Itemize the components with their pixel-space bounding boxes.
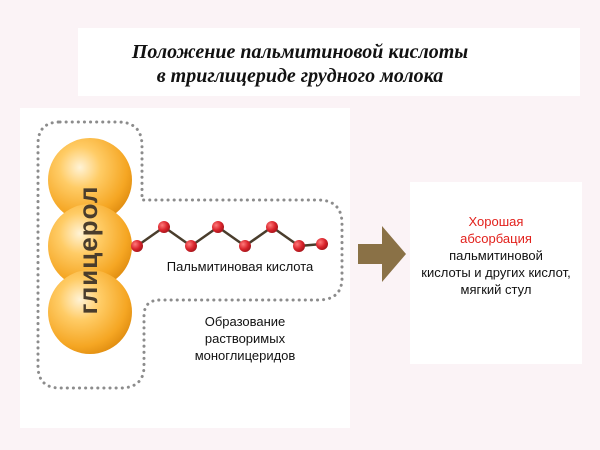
glycerol-sphere-top <box>48 138 132 222</box>
result-panel <box>410 182 582 364</box>
monoglycerides-panel <box>150 318 340 398</box>
carbon-atom <box>131 240 143 252</box>
carbon-atom <box>239 240 251 252</box>
title-line-1: Положение пальмитиновой кислоты <box>131 41 469 63</box>
glycerol-sphere-middle <box>48 204 132 288</box>
carbon-atom <box>293 240 305 252</box>
right-arrow-icon <box>358 226 406 282</box>
result-line-5: мягкий стул <box>460 282 532 297</box>
carbon-atom <box>212 221 224 233</box>
fatty-acid-atoms <box>131 221 328 252</box>
page-title: Положение пальмитиновой кислоты в тригли… <box>0 40 600 88</box>
monoglycerides-line-1: Образование <box>204 314 286 329</box>
result-highlight-line-2: абсорбация <box>460 231 532 246</box>
dotted-outline <box>36 120 344 390</box>
glycerol-sphere-bottom <box>48 270 132 354</box>
result-line-3: пальмитиновой <box>449 248 543 263</box>
carbon-atom <box>266 221 278 233</box>
fatty-acid-label: Пальмитиновая кислота <box>166 259 314 274</box>
monoglycerides-line-2: растворимых <box>204 331 286 346</box>
title-line-2: в триглицериде грудного молока <box>156 65 444 87</box>
title-panel <box>78 28 580 96</box>
monoglycerides-label: Образование растворимых моноглицеридов <box>150 313 340 364</box>
carbon-atom <box>158 221 170 233</box>
carbon-atom <box>185 240 197 252</box>
result-highlight-line-1: Хорошая <box>468 214 524 229</box>
glycerol-label: глицерол <box>73 186 103 315</box>
result-label: Хорошая абсорбация пальмитиновой кислоты… <box>410 213 582 298</box>
result-line-4: кислоты и других кислот, <box>421 265 571 280</box>
carbon-atom <box>316 238 328 250</box>
monoglycerides-line-3: моноглицеридов <box>194 348 296 363</box>
